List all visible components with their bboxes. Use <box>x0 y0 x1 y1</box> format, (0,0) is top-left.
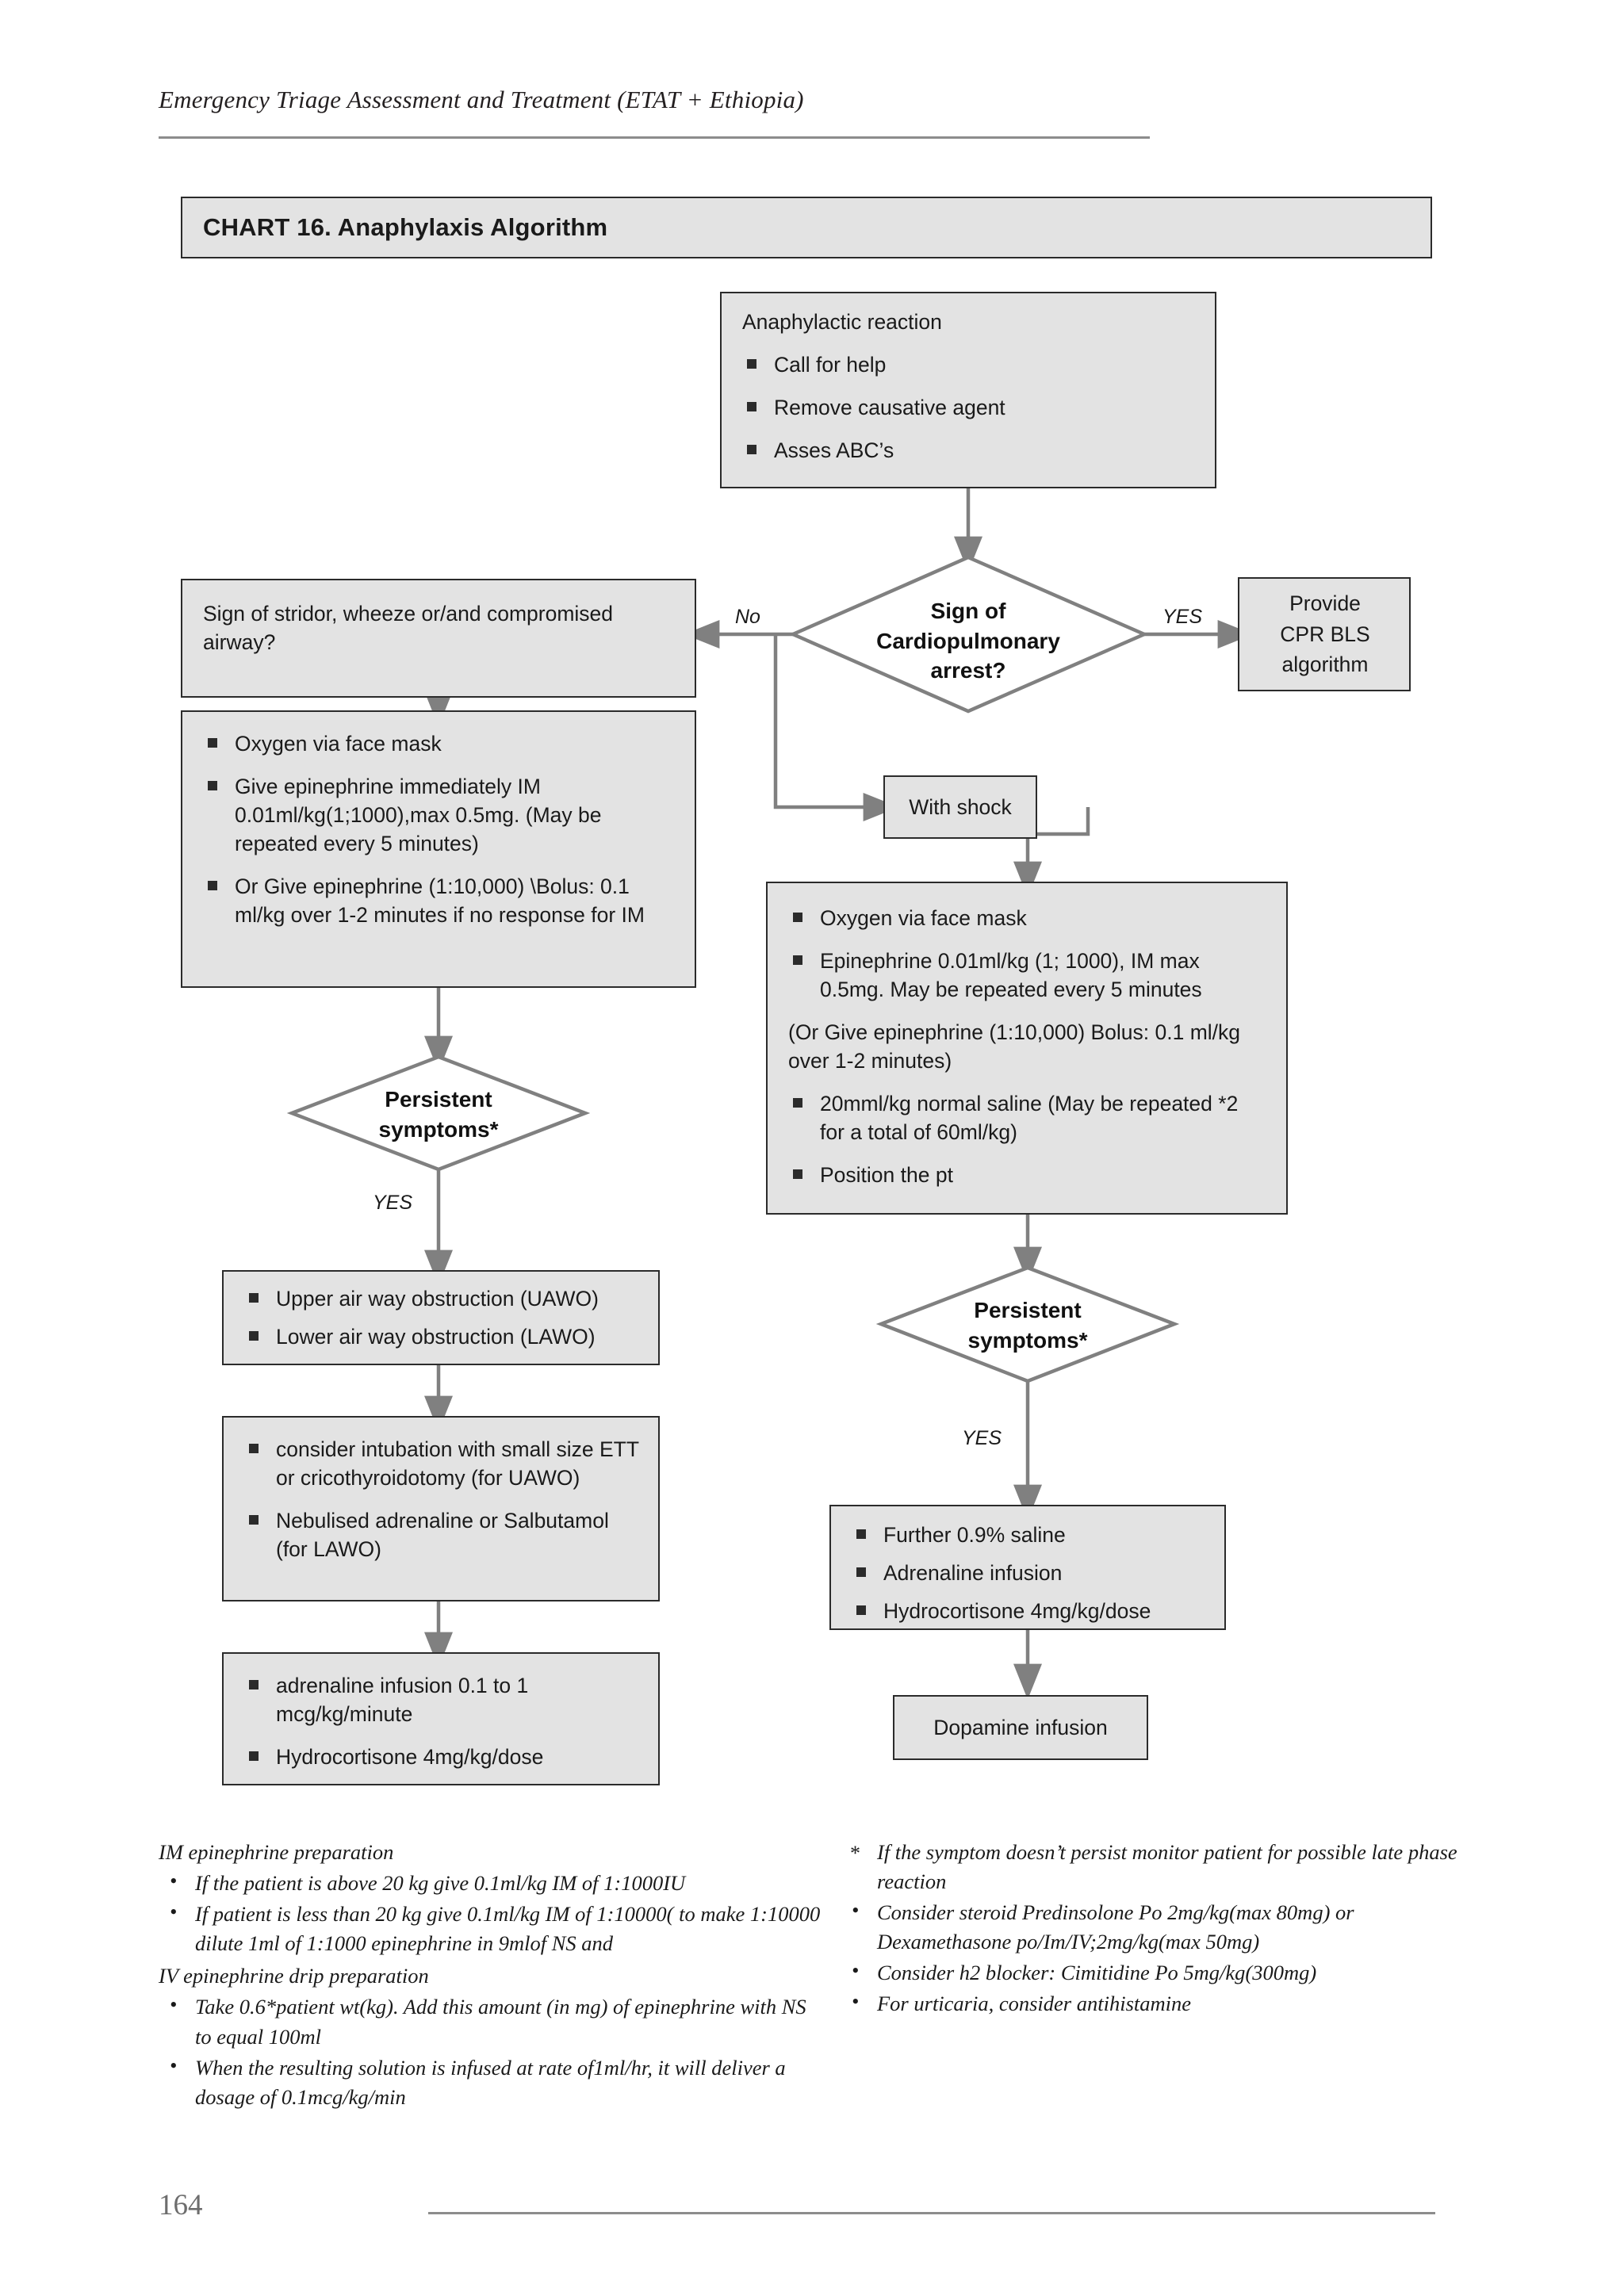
further-item-1: Adrenaline infusion <box>852 1559 1205 1587</box>
airway-tx-item-0: Oxygen via face mask <box>203 729 676 758</box>
chart-title: CHART 16. Anaphylaxis Algorithm <box>203 213 608 241</box>
start-item-2: Asses ABC’s <box>742 436 1196 465</box>
notes-left-list-1: If the patient is above 20 kg give 0.1ml… <box>159 1867 825 1958</box>
diamond-arrest-label: Sign of Cardiopulmonary arrest? <box>822 596 1115 686</box>
notes-left-item-3: When the resulting solution is infused a… <box>159 2052 825 2112</box>
shock-tx-item-1: Epinephrine 0.01ml/kg (1; 1000), IM max … <box>788 947 1267 1004</box>
edge-label-no: No <box>735 606 760 628</box>
obstruction-item-1: Lower air way obstruction (LAWO) <box>244 1322 639 1351</box>
shock-tx-item-2: 20mml/kg normal saline (May be repeated … <box>788 1089 1267 1146</box>
cpr-line-2: CPR BLS <box>1280 622 1370 646</box>
arrest-line-3: arrest? <box>930 658 1006 683</box>
persistent-right-line-2: symptoms* <box>967 1327 1088 1353</box>
node-anaphylactic-reaction: Anaphylactic reaction Call for help Remo… <box>720 292 1216 488</box>
notes-right-item-2: For urticaria, consider antihistamine <box>841 1988 1467 2019</box>
further-item-2: Hydrocortisone 4mg/kg/dose <box>852 1597 1205 1625</box>
node-with-shock: With shock <box>883 775 1037 839</box>
adrenaline-item-1: Hydrocortisone 4mg/kg/dose <box>244 1743 639 1771</box>
with-shock-text: With shock <box>909 794 1012 819</box>
arrest-line-2: Cardiopulmonary <box>876 628 1060 653</box>
notes-left-item-2: Take 0.6*patient wt(kg). Add this amount… <box>159 1991 825 2051</box>
notes-left-column: IM epinephrine preparation If the patien… <box>159 1838 825 2115</box>
further-item-0: Further 0.9% saline <box>852 1521 1205 1549</box>
persistent-left-line-1: Persistent <box>385 1087 492 1112</box>
chart-title-bar: CHART 16. Anaphylaxis Algorithm <box>181 197 1432 258</box>
diamond-persistent-left-label: Persistent symptoms* <box>316 1085 561 1144</box>
shock-tx-note: (Or Give epinephrine (1:10,000) Bolus: 0… <box>788 1020 1241 1073</box>
edge-label-yes-arrest: YES <box>1162 606 1203 628</box>
node-dopamine-infusion: Dopamine infusion <box>893 1695 1148 1760</box>
obstruction-tx-item-0: consider intubation with small size ETT … <box>244 1435 639 1492</box>
notes-left-heading-2: IV epinephrine drip preparation <box>159 1964 429 1988</box>
notes-right-star-item: If the symptom doesn’t persist monitor p… <box>841 1838 1467 1896</box>
obstruction-item-0: Upper air way obstruction (UAWO) <box>244 1284 639 1313</box>
notes-left-heading-1: IM epinephrine preparation <box>159 1840 394 1864</box>
page-number: 164 <box>159 2189 203 2221</box>
cpr-line-3: algorithm <box>1281 652 1369 677</box>
obstruction-tx-item-1: Nebulised adrenaline or Salbutamol (for … <box>244 1506 639 1563</box>
notes-right-column: If the symptom doesn’t persist monitor p… <box>841 1838 1467 2022</box>
notes-right-item-0: Consider steroid Predinsolone Po 2mg/kg(… <box>841 1896 1467 1957</box>
header-rule <box>159 136 1150 139</box>
node-airway-question: Sign of stridor, wheeze or/and compromis… <box>181 579 696 698</box>
footer-rule <box>428 2212 1435 2214</box>
node-provide-cpr-bls: Provide CPR BLS algorithm <box>1238 577 1411 691</box>
start-heading: Anaphylactic reaction <box>742 310 942 334</box>
node-adrenaline-infusion: adrenaline infusion 0.1 to 1 mcg/kg/minu… <box>222 1652 660 1785</box>
cpr-line-1: Provide <box>1289 591 1361 616</box>
airway-question-text: Sign of stridor, wheeze or/and compromis… <box>203 602 614 655</box>
diamond-persistent-symptoms-right <box>875 1265 1180 1383</box>
persistent-left-line-2: symptoms* <box>378 1116 499 1142</box>
start-item-1: Remove causative agent <box>742 393 1196 422</box>
notes-left-item-0: If the patient is above 20 kg give 0.1ml… <box>159 1867 825 1898</box>
airway-tx-item-2: Or Give epinephrine (1:10,000) \Bolus: 0… <box>203 872 676 929</box>
edge-label-yes-right: YES <box>962 1427 1002 1449</box>
node-further-treatment: Further 0.9% saline Adrenaline infusion … <box>829 1505 1226 1630</box>
running-head: Emergency Triage Assessment and Treatmen… <box>159 86 804 113</box>
diamond-persistent-symptoms-left <box>286 1054 591 1172</box>
shock-tx-item-3: Position the pt <box>788 1161 1267 1189</box>
edge-label-yes-left: YES <box>373 1192 413 1214</box>
notes-left-list-2: Take 0.6*patient wt(kg). Add this amount… <box>159 1991 825 2112</box>
node-airway-obstruction: Upper air way obstruction (UAWO) Lower a… <box>222 1270 660 1365</box>
start-item-0: Call for help <box>742 350 1196 379</box>
arrest-line-1: Sign of <box>930 599 1006 623</box>
dopamine-text: Dopamine infusion <box>933 1715 1108 1739</box>
airway-tx-item-1: Give epinephrine immediately IM 0.01ml/k… <box>203 772 676 858</box>
diamond-persistent-right-label: Persistent symptoms* <box>905 1295 1151 1355</box>
node-shock-treatment: Oxygen via face mask Epinephrine 0.01ml/… <box>766 882 1288 1215</box>
adrenaline-item-0: adrenaline infusion 0.1 to 1 mcg/kg/minu… <box>244 1671 639 1728</box>
node-airway-treatment: Oxygen via face mask Give epinephrine im… <box>181 710 696 988</box>
node-obstruction-treatment: consider intubation with small size ETT … <box>222 1416 660 1601</box>
notes-right-list: If the symptom doesn’t persist monitor p… <box>841 1838 1467 2019</box>
diamond-cardiopulmonary-arrest <box>788 555 1149 714</box>
notes-left-item-1: If patient is less than 20 kg give 0.1ml… <box>159 1898 825 1958</box>
notes-right-item-1: Consider h2 blocker: Cimitidine Po 5mg/k… <box>841 1957 1467 1988</box>
shock-tx-item-0: Oxygen via face mask <box>788 904 1267 932</box>
persistent-right-line-1: Persistent <box>974 1298 1082 1322</box>
